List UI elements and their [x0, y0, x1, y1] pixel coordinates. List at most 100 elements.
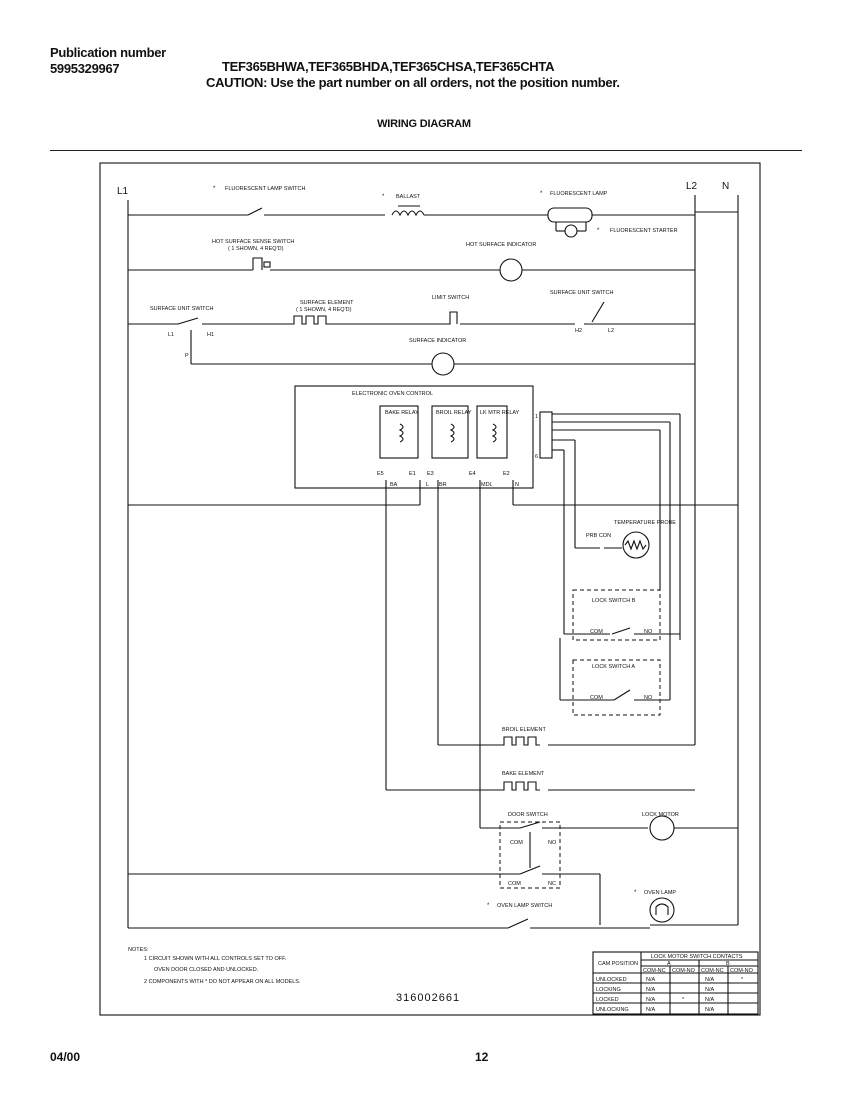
ols-star: *: [487, 903, 490, 909]
fl-lamp-star: *: [540, 191, 543, 197]
oven-lamp-switch: [507, 918, 529, 929]
e1-label: E1: [409, 471, 416, 477]
sus-l2-term: L2: [608, 328, 614, 334]
fluorescent-starter: [564, 224, 578, 238]
footer-date: 04/00: [50, 1050, 81, 1064]
ds-com: COM: [510, 840, 523, 846]
header-rule: [50, 150, 802, 151]
e3-label: E3: [427, 471, 434, 477]
bake-element: [500, 781, 540, 791]
lock-motor: [649, 815, 675, 841]
fl-lamp-switch-label: FLUORESCENT LAMP SWITCH: [225, 186, 306, 192]
row-1-position: LOCKING: [596, 987, 621, 993]
table-group-b: B: [726, 961, 730, 967]
ballast-coil: [391, 210, 425, 217]
oven-lamp-star: *: [634, 890, 637, 896]
row-3-position: UNLOCKING: [596, 1007, 629, 1013]
pin-6: 6: [535, 454, 538, 460]
subcol-3: COM-NO: [730, 968, 754, 974]
surface-element-note: ( 1 SHOWN, 4 REQ'D): [296, 307, 352, 313]
hs-sense-switch-note: ( 1 SHOWN, 4 REQ'D): [228, 246, 284, 252]
contacts-table: LOCK MOTOR SWITCH CONTACTS CAM POSITION …: [592, 951, 759, 1015]
surface-indicator: [431, 352, 455, 376]
table-col-header: CAM POSITION: [598, 961, 638, 967]
lk-mtr-relay: [476, 405, 508, 459]
publication-label: Publication number: [50, 45, 166, 60]
lsa-no: NO: [644, 695, 653, 701]
fl-lamp-label: FLUORESCENT LAMP: [550, 191, 608, 197]
lsa-com: COM: [590, 695, 603, 701]
br-label: BR: [439, 482, 447, 488]
lock-switch-b: [572, 589, 661, 641]
rail-n-label: N: [722, 181, 729, 192]
caution-note: CAUTION: Use the part number on all orde…: [206, 75, 620, 90]
limit-switch-label: LIMIT SWITCH: [432, 295, 469, 301]
broil-relay-label: BROIL RELAY: [436, 410, 472, 416]
row-3-cell-0: N/A: [646, 1007, 656, 1013]
hs-indicator-label: HOT SURFACE INDICATOR: [466, 242, 536, 248]
surface-unit-switch-right-label: SURFACE UNIT SWITCH: [550, 290, 613, 296]
bake-relay-label: BAKE RELAY: [385, 410, 419, 416]
e5-label: E5: [377, 471, 384, 477]
lsb-no: NO: [644, 629, 653, 635]
diagram-frame: [99, 162, 761, 1016]
eoc-connector: [539, 411, 553, 459]
door-switch: [499, 821, 561, 889]
note-2: 2 COMPONENTS WITH * DO NOT APPEAR ON ALL…: [144, 979, 301, 985]
surface-element-label: SURFACE ELEMENT: [300, 300, 354, 306]
l-label: L: [426, 482, 429, 488]
eoc-label: ELECTRONIC OVEN CONTROL: [352, 391, 433, 397]
notes-heading: NOTES:: [128, 947, 149, 953]
ds-com2: COM: [508, 881, 521, 887]
electronic-oven-control: [294, 385, 534, 489]
row-0-cell-3: *: [741, 977, 744, 983]
ballast-label: BALLAST: [396, 194, 421, 200]
pin-1: 1: [535, 414, 538, 420]
surface-indicator-label: SURFACE INDICATOR: [409, 338, 466, 344]
surface-element: [290, 315, 330, 325]
sus-h2-term: H2: [575, 328, 582, 334]
row-2-cell-2: N/A: [705, 997, 715, 1003]
e4-label: E4: [469, 471, 476, 477]
fl-starter-star: *: [597, 228, 600, 234]
row-2-cell-1: *: [682, 997, 685, 1003]
surface-unit-switch-left-label: SURFACE UNIT SWITCH: [150, 306, 213, 312]
mdl-label: MDL: [481, 482, 493, 488]
row-3-cell-2: N/A: [705, 1007, 715, 1013]
oven-lamp-switch-label: OVEN LAMP SWITCH: [497, 903, 552, 909]
rail-l1-label: L1: [117, 186, 129, 197]
rail-l2-label: L2: [686, 181, 698, 192]
broil-element-label: BROIL ELEMENT: [502, 727, 546, 733]
ds-no: NO: [548, 840, 557, 846]
hs-sense-switch-label: HOT SURFACE SENSE SWITCH: [212, 239, 294, 245]
ds-nc: NC: [548, 881, 556, 887]
n-label: N: [515, 482, 519, 488]
row-1-cell-0: N/A: [646, 987, 656, 993]
broil-relay: [431, 405, 469, 459]
sus-h1-term: H1: [207, 332, 214, 338]
lsb-com: COM: [590, 629, 603, 635]
bake-relay: [379, 405, 419, 459]
limit-switch: [440, 311, 458, 325]
table-group-a: A: [667, 961, 671, 967]
page-number: 12: [475, 1050, 489, 1064]
e2-label: E2: [503, 471, 510, 477]
door-switch-label: DOOR SWITCH: [508, 812, 548, 818]
surface-unit-switch-right: [591, 301, 605, 323]
lk-mtr-relay-label: LK MTR RELAY: [480, 410, 520, 416]
row-2-cell-0: N/A: [646, 997, 656, 1003]
note-1a: 1 CIRCUIT SHOWN WITH ALL CONTROLS SET TO…: [144, 956, 287, 962]
broil-element: [500, 736, 540, 746]
row-0-cell-0: N/A: [646, 977, 656, 983]
sus-p-term: P: [185, 353, 189, 359]
oven-lamp: [649, 897, 675, 923]
hot-surface-sense-switch: [252, 257, 263, 270]
fl-lamp-switch-star: *: [213, 186, 216, 192]
row-0-position: UNLOCKED: [596, 977, 627, 983]
oven-lamp-label: OVEN LAMP: [644, 890, 676, 896]
page-title: WIRING DIAGRAM: [377, 118, 471, 130]
row-2-position: LOCKED: [596, 997, 619, 1003]
lock-switch-b-label: LOCK SWITCH B: [592, 598, 636, 604]
subcol-0: COM-NC: [643, 968, 666, 974]
